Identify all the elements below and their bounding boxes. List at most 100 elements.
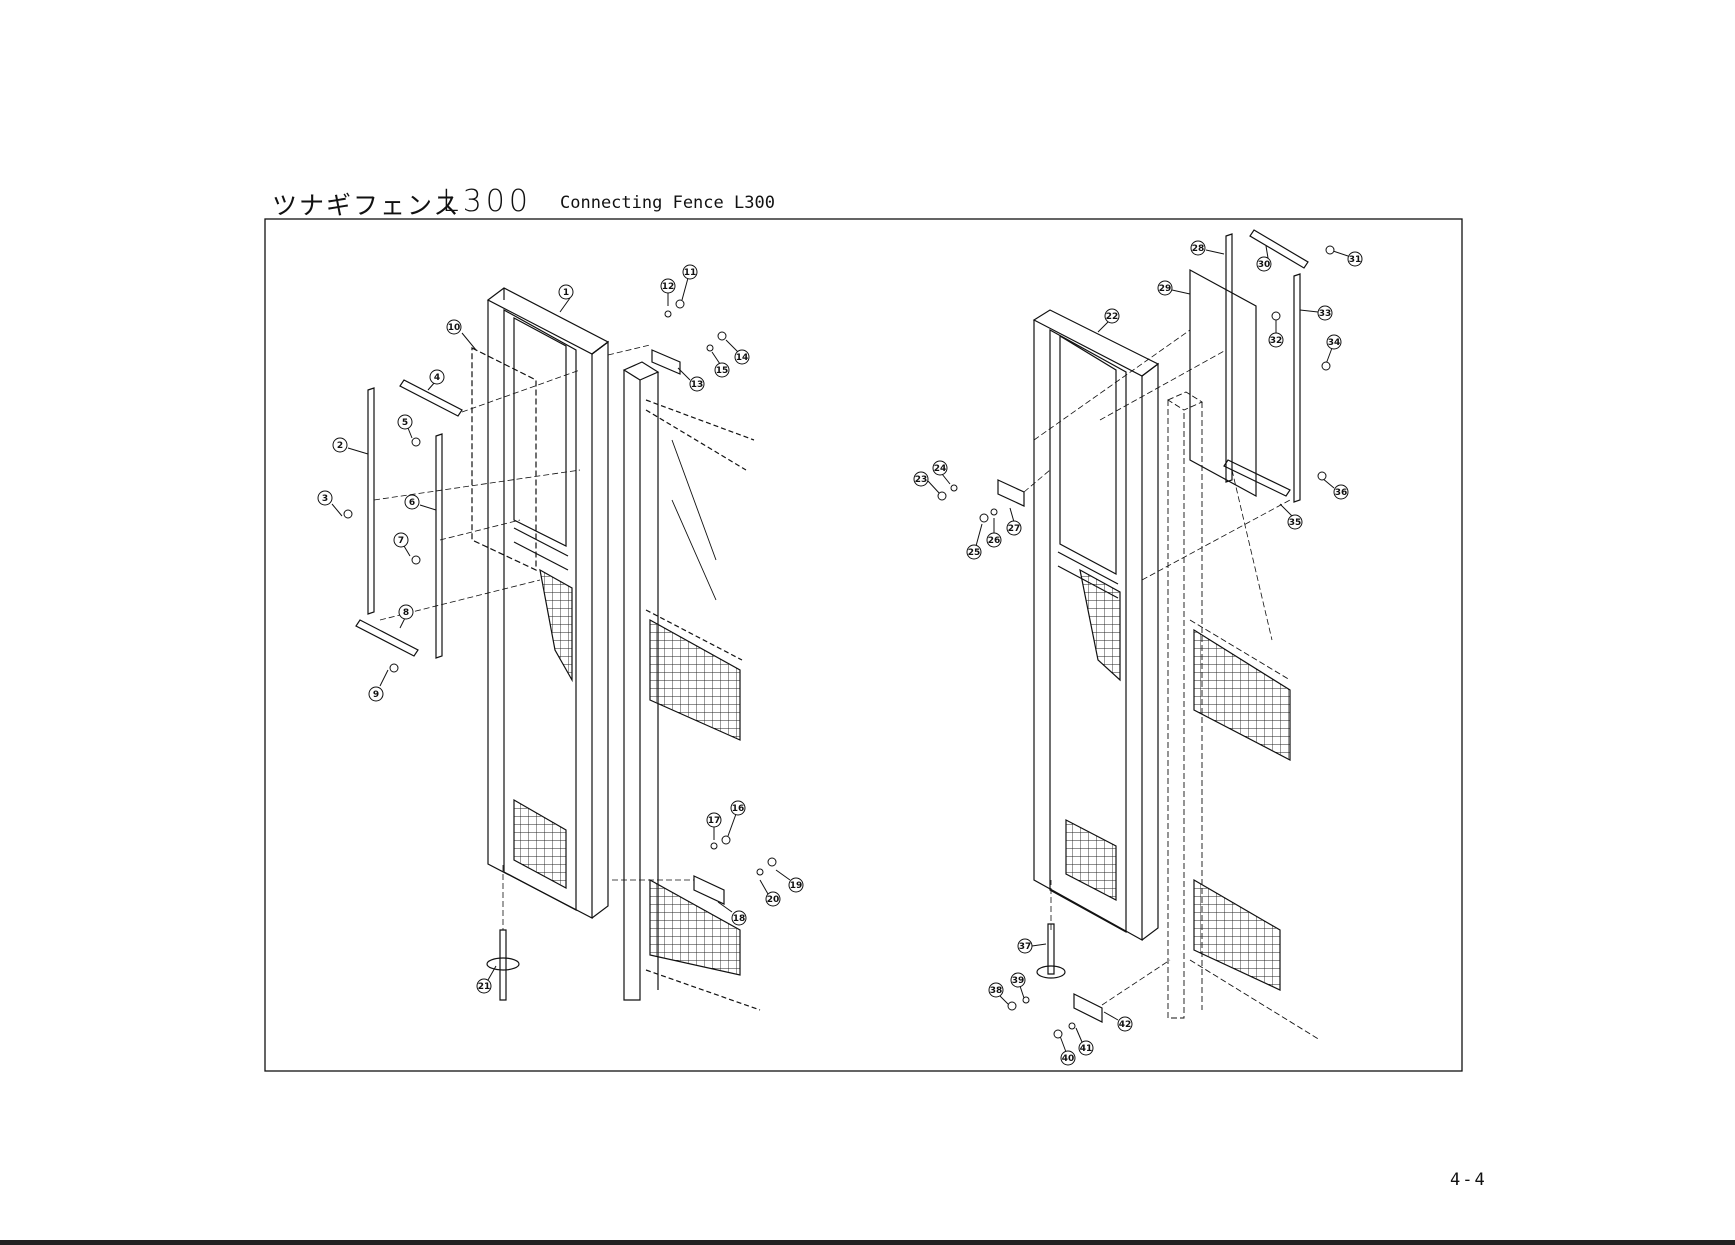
svg-text:28: 28 [1192,244,1205,254]
svg-text:30: 30 [1258,260,1271,270]
right-fence-mesh-top [1080,570,1120,680]
svg-text:15: 15 [716,366,729,376]
callout-40: 40 [1060,1036,1075,1065]
bottom-rule [0,1240,1735,1245]
bracket-18 [694,876,724,904]
callout-19: 19 [776,870,803,892]
svg-text:8: 8 [403,608,409,618]
svg-text:7: 7 [398,536,404,546]
washer-20 [757,869,763,875]
svg-text:36: 36 [1335,488,1348,498]
callout-1: 1 [559,285,573,312]
svg-text:14: 14 [736,353,749,363]
callout-24: 24 [933,461,950,484]
svg-text:19: 19 [790,881,803,891]
bracket-42 [1074,994,1102,1022]
adjuster-bolt-21 [500,930,506,1000]
svg-text:25: 25 [968,548,981,558]
callout-39: 39 [1011,973,1025,998]
bolt-31 [1326,246,1334,254]
callout-35: 35 [1280,504,1302,529]
bolt-36 [1318,472,1326,480]
svg-text:27: 27 [1008,524,1021,534]
callout-7: 7 [394,533,410,556]
right-adjacent-mesh-upper [1194,630,1290,760]
part-plate-4 [400,380,462,416]
svg-text:17: 17 [708,816,721,826]
washer-26 [991,509,997,515]
washer-17 [711,843,717,849]
callout-3: 3 [318,491,342,516]
bolt-23 [938,492,946,500]
svg-text:22: 22 [1106,312,1119,322]
right-fence-mesh-bottom [1066,820,1116,900]
callout-26: 26 [987,518,1001,547]
callout-6: 6 [405,495,436,510]
bolt-34 [1322,362,1330,370]
part-plate-8 [356,620,418,656]
bolt-40 [1054,1030,1062,1038]
washer-12 [665,311,671,317]
callout-17: 17 [707,813,721,840]
callout-28: 28 [1191,241,1224,255]
callout-2: 2 [333,438,368,454]
bolt-19 [768,858,776,866]
part-strip-33 [1294,274,1300,502]
callout-10: 10 [447,320,476,350]
callout-29: 29 [1158,281,1190,295]
svg-text:42: 42 [1119,1020,1132,1030]
svg-text:29: 29 [1159,284,1172,294]
callout-4: 4 [428,370,444,390]
washer-24 [951,485,957,491]
svg-text:5: 5 [402,418,408,428]
callout-14: 14 [726,340,749,364]
svg-text:35: 35 [1289,518,1302,528]
bolt-5 [412,438,420,446]
svg-text:20: 20 [767,895,780,905]
callout-36: 36 [1322,478,1348,499]
callout-30: 30 [1257,246,1271,271]
callout-13: 13 [678,368,704,391]
svg-text:12: 12 [662,282,675,292]
svg-text:34: 34 [1328,338,1341,348]
washer-41 [1069,1023,1075,1029]
part-strip-6 [436,434,442,658]
svg-text:16: 16 [732,804,745,814]
svg-text:13: 13 [691,380,704,390]
adjuster-foot-37 [1037,966,1065,978]
drawing-border [265,219,1462,1071]
callout-16: 16 [728,801,745,836]
washer-15 [707,345,713,351]
svg-text:21: 21 [478,982,491,992]
adjuster-foot-21 [487,958,519,970]
right-adjacent-mesh-lower [1194,880,1280,990]
svg-text:1: 1 [563,288,569,298]
bolt-14 [718,332,726,340]
adjacent-fence-mesh-upper [650,620,740,740]
callout-32: 32 [1269,318,1283,347]
washer-39 [1023,997,1029,1003]
bolt-25 [980,514,988,522]
bracket-27 [998,480,1024,506]
svg-text:33: 33 [1319,309,1332,319]
bolt-3 [344,510,352,518]
callout-25: 25 [967,524,982,559]
bolt-9 [390,664,398,672]
part-strip-2 [368,388,374,614]
svg-text:6: 6 [409,498,415,508]
bolt-7 [412,556,420,564]
svg-text:41: 41 [1080,1044,1093,1054]
callout-42: 42 [1104,1012,1132,1031]
callout-5: 5 [398,415,412,438]
callout-22: 22 [1098,309,1119,332]
svg-text:26: 26 [988,536,1001,546]
svg-text:32: 32 [1270,336,1283,346]
svg-text:40: 40 [1062,1054,1075,1064]
svg-text:11: 11 [684,268,697,278]
callout-34: 34 [1326,335,1341,364]
callout-27: 27 [1007,508,1021,535]
callout-8: 8 [399,605,413,628]
callout-41: 41 [1076,1028,1093,1055]
bolt-16 [722,836,730,844]
